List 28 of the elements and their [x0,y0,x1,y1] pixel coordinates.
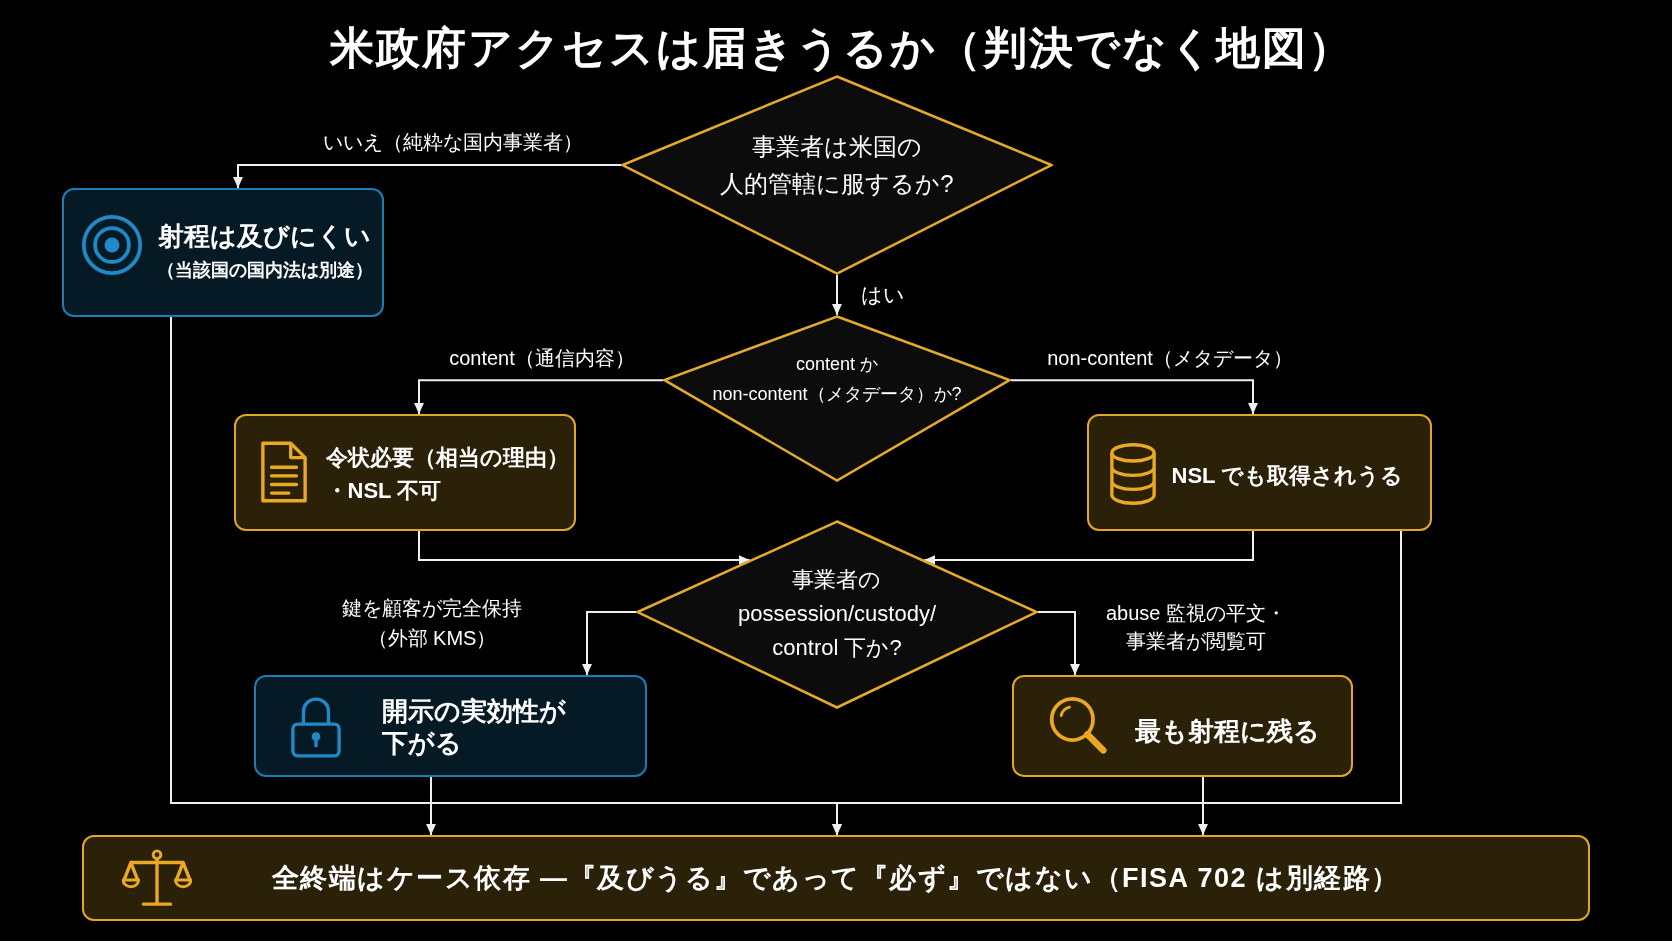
arrow [1037,611,1080,676]
arrow [414,379,664,415]
arrow [923,530,1254,565]
note-text: （当該国の国内法は別途） [156,258,373,282]
arrow [582,611,637,676]
result-text: NSL でも取得されうる [1171,461,1404,490]
outcome-box [254,675,647,777]
outcome-box [234,414,576,531]
arrow [832,274,842,316]
question-text: 事業者の possession/custody/control 下か? [737,566,937,662]
conclusion-bar [82,835,1590,921]
result-text: 射程は及びにくい [158,219,371,253]
arrow [832,530,1402,836]
outcome-box [1012,675,1353,777]
arrow [233,164,622,189]
arrow [418,530,751,565]
conclusion-text: 全終端はケース依存 —『及びうる』であって『必ず』ではない（FISA 702 は別経路） [271,861,1400,895]
question-text: 事業者は米国の人的管轄に服するか? [720,132,954,199]
outcome-box [62,188,384,317]
outcome-box [1087,414,1432,531]
result-text: 令状必要（相当の理由）・NSL 不可 [325,443,569,505]
question-text: content か non-content（メタデータ）か? [712,353,962,406]
arrow [1198,776,1208,836]
result-text: 最も射程に残る [1134,714,1320,747]
arrow [426,776,436,836]
arrow [1010,379,1258,415]
title: 米政府アクセスは届きうるか（判決でなく地図） [330,22,1354,74]
result-text: 開示の実効性が下がる [381,694,566,759]
